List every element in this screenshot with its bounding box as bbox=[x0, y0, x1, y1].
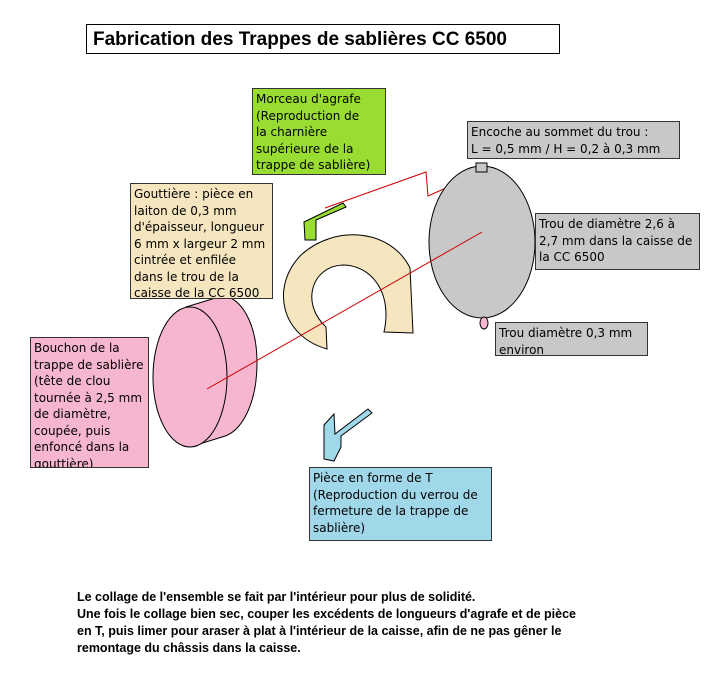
label-morceau-agrafe: Morceau d'agrafe (Reproduction de la cha… bbox=[252, 88, 386, 175]
body-hole-disc bbox=[428, 165, 536, 319]
agrafe-piece bbox=[303, 202, 347, 241]
t-piece bbox=[323, 408, 373, 462]
label-piece-t: Pièce en forme de T (Reproduction du ver… bbox=[309, 467, 492, 541]
notch-tab bbox=[475, 162, 488, 173]
assembly-axis bbox=[206, 231, 483, 390]
label-trou-petit: Trou diamètre 0,3 mm environ bbox=[495, 322, 648, 356]
plug-face bbox=[152, 306, 228, 448]
label-bouchon: Bouchon de la trappe de sablière (tête d… bbox=[30, 337, 149, 468]
assembly-note: Le collage de l'ensemble se fait par l'i… bbox=[77, 590, 576, 655]
small-hole bbox=[479, 316, 489, 330]
diagram-title: Fabrication des Trappes de sablières CC … bbox=[86, 24, 560, 54]
label-trou-caisse: Trou de diamètre 2,6 à 2,7 mm dans la ca… bbox=[535, 213, 700, 270]
label-gouttiere: Gouttière : pièce en laiton de 0,3 mm d'… bbox=[130, 183, 273, 299]
gutter-strip bbox=[283, 234, 414, 350]
label-encoche: Encoche au sommet du trou : L = 0,5 mm /… bbox=[467, 121, 680, 159]
